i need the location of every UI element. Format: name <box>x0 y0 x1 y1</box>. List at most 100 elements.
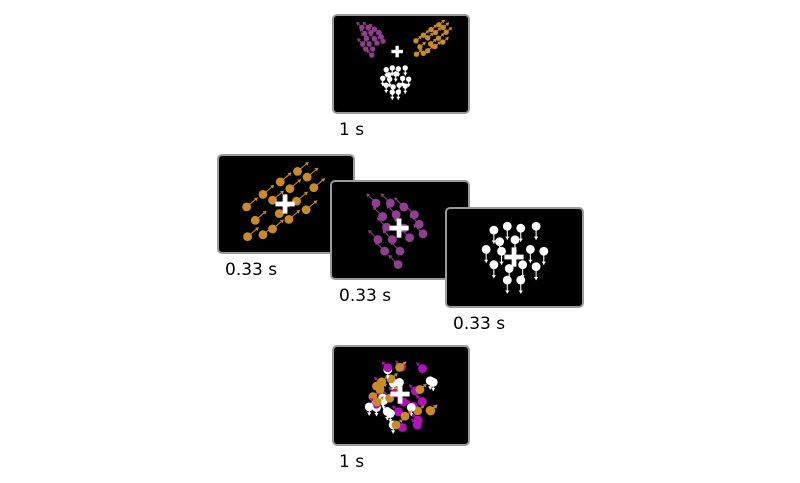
moving-dot <box>395 361 407 372</box>
moving-dot <box>502 275 512 294</box>
moving-dot <box>395 89 401 100</box>
moving-dot <box>372 206 388 221</box>
moving-dot <box>415 383 427 394</box>
moving-dot <box>366 43 376 52</box>
moving-dot <box>391 419 403 430</box>
moving-dot <box>405 76 412 87</box>
fixation-cross <box>389 218 409 238</box>
duration-label: 0.33 s <box>225 260 278 280</box>
moving-dot <box>531 262 541 281</box>
moving-dot <box>432 41 442 50</box>
moving-dot <box>531 221 541 240</box>
fixation-cross <box>275 194 295 214</box>
fixation-cross <box>504 247 524 267</box>
moving-dot <box>372 396 385 407</box>
moving-dot <box>390 241 405 256</box>
moving-dot <box>435 32 445 41</box>
moving-dot <box>380 75 386 86</box>
moving-dot <box>388 254 403 269</box>
moving-dot <box>375 383 388 394</box>
moving-dot <box>400 410 412 421</box>
moving-dot <box>293 161 309 176</box>
moving-dot <box>359 43 369 52</box>
moving-dot <box>381 361 393 373</box>
moving-dot <box>539 246 549 265</box>
fixation-cross <box>390 384 410 404</box>
stimulus-screen-white <box>445 207 584 308</box>
moving-dot <box>399 75 406 86</box>
moving-dot <box>275 172 292 187</box>
moving-dot <box>393 197 409 212</box>
moving-dot <box>376 217 391 232</box>
moving-dot <box>440 22 450 31</box>
moving-dot <box>427 38 437 47</box>
dot-display <box>481 221 549 294</box>
moving-dot <box>374 241 390 256</box>
moving-dot <box>432 27 442 36</box>
moving-dot <box>268 190 284 205</box>
moving-dot <box>426 405 438 416</box>
moving-dot <box>268 219 284 234</box>
moving-dot <box>415 395 427 406</box>
moving-dot <box>411 413 423 425</box>
moving-dot <box>413 35 423 44</box>
moving-dot <box>382 229 397 245</box>
moving-dot <box>377 375 389 387</box>
moving-dot <box>391 405 403 417</box>
moving-dot <box>402 65 408 76</box>
moving-dot <box>242 197 259 212</box>
moving-dot <box>309 178 326 193</box>
moving-dot <box>436 19 446 28</box>
moving-dot <box>489 260 499 279</box>
moving-dot <box>366 49 375 58</box>
moving-dot <box>417 41 427 50</box>
duration-label: 1 s <box>339 120 365 140</box>
duration-label: 1 s <box>339 452 365 472</box>
moving-dot <box>502 221 512 240</box>
moving-dot <box>525 244 535 263</box>
dot-display <box>364 360 438 434</box>
moving-dot <box>362 21 372 31</box>
stimulus-screen-mixed <box>332 345 470 446</box>
moving-dot <box>440 36 449 45</box>
duration-label: 0.33 s <box>339 286 392 306</box>
moving-dot <box>377 35 386 44</box>
moving-dot <box>366 193 381 208</box>
moving-dot <box>389 89 395 100</box>
moving-dot <box>424 45 434 54</box>
moving-dot <box>393 71 399 82</box>
moving-dot <box>302 167 319 182</box>
moving-dot <box>413 48 423 57</box>
moving-dot <box>385 409 395 423</box>
moving-dot <box>386 204 401 220</box>
moving-dot <box>425 376 435 390</box>
moving-dot <box>409 214 424 229</box>
moving-dot <box>284 209 301 224</box>
moving-dot <box>301 200 318 215</box>
moving-dot <box>383 66 389 78</box>
moving-dot <box>364 402 374 416</box>
moving-dot <box>516 275 526 294</box>
moving-dot <box>413 223 428 239</box>
moving-dot <box>481 244 491 263</box>
fixation-cross <box>391 45 403 58</box>
moving-dot <box>518 260 528 279</box>
moving-dot <box>420 29 430 38</box>
moving-dot <box>489 225 499 244</box>
dot-display <box>356 19 453 100</box>
moving-dot <box>516 223 526 242</box>
moving-dot <box>250 210 267 225</box>
dot-display <box>242 161 326 242</box>
moving-dot <box>428 24 438 33</box>
moving-dot <box>243 226 259 242</box>
moving-dot <box>402 83 408 94</box>
moving-dot <box>380 193 395 208</box>
moving-dot <box>371 37 380 46</box>
moving-dot <box>416 362 427 374</box>
moving-dot <box>258 184 275 199</box>
stimulus-screen-all-groups <box>332 14 470 114</box>
moving-dot <box>424 32 434 41</box>
dot-display <box>366 193 428 269</box>
moving-dot <box>443 26 453 35</box>
duration-label: 0.33 s <box>453 314 506 334</box>
